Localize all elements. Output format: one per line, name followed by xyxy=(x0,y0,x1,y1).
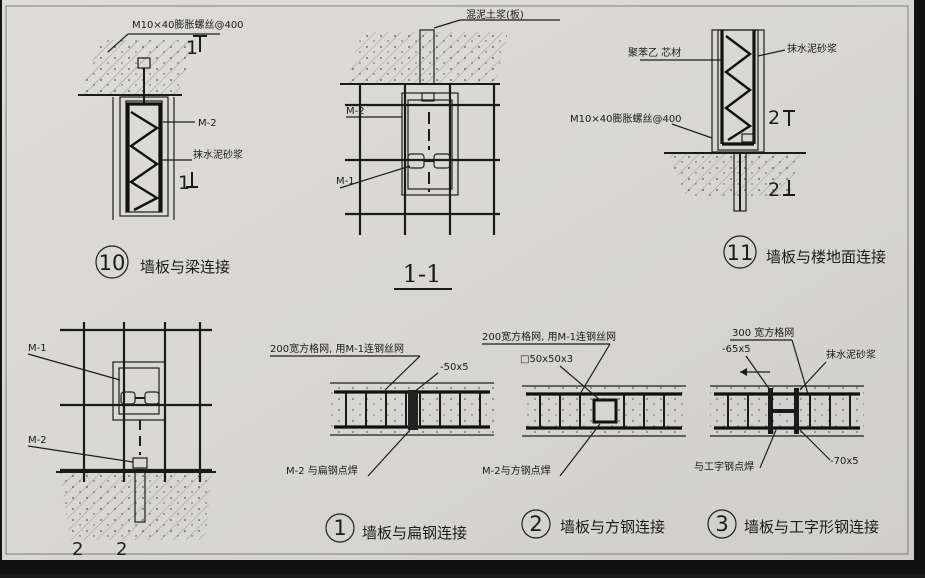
bolt-label: M10×40膨胀螺丝@400 xyxy=(132,18,244,31)
finish-label: 抹水泥砂浆 xyxy=(826,348,876,361)
zigzag-wire xyxy=(128,110,160,212)
finish-label: 抹水泥砂浆 xyxy=(193,148,243,161)
section-mark-top: 2 xyxy=(768,107,780,129)
bottom-mark-2: 2 xyxy=(116,539,127,560)
detail-number: 2 xyxy=(529,512,542,536)
detail-2-square-steel: 200宽方格网, 用M-1连钢丝网 □50x50x3 M-2与方钢点焊 2 墙板… xyxy=(482,330,686,539)
section-mark-top: 1 xyxy=(186,37,198,59)
square-steel xyxy=(592,398,618,424)
steel-top-label: -65x5 xyxy=(722,344,751,355)
part-label: M-2 xyxy=(198,118,217,129)
detail-number: 3 xyxy=(715,512,728,536)
bottom-mark-1: 2 xyxy=(72,539,83,560)
mesh-label: 200宽方格网, 用M-1连钢丝网 xyxy=(482,330,616,343)
detail-caption: 墙板与方钢连接 xyxy=(560,518,665,536)
part-m1-label: M-1 xyxy=(336,176,355,187)
arrow-left-icon xyxy=(740,368,747,376)
part-m2-label: M-2 xyxy=(346,106,365,117)
steel-label: -50x5 xyxy=(440,362,469,373)
i-beam xyxy=(768,388,799,434)
detail-number: 10 xyxy=(99,251,126,275)
weld-label: 与工字钢点焊 xyxy=(694,460,754,473)
detail-caption: 墙板与楼地面连接 xyxy=(766,248,886,266)
detail-caption: 墙板与扁钢连接 xyxy=(362,524,467,542)
part-m1-label: M-1 xyxy=(28,343,47,354)
mesh-label: 300 宽方格网 xyxy=(732,326,794,339)
detail-number: 1 xyxy=(333,516,346,540)
section-2-2: M-1 M-2 2 2 xyxy=(27,322,216,560)
part-m2-label: M-2 xyxy=(28,435,47,446)
finish-label: 抹水泥砂浆 xyxy=(787,42,837,55)
detail-caption: 墙板与梁连接 xyxy=(140,258,230,276)
detail-caption: 墙板与工字形钢连接 xyxy=(744,518,879,536)
detail-1-flat-steel: 200宽方格网, 用M-1连钢丝网 -50x5 M-2 与扁钢点焊 1 墙板与扁… xyxy=(270,342,494,543)
steel-label: □50x50x3 xyxy=(520,354,573,365)
flat-steel xyxy=(408,390,418,430)
detail-number-circle xyxy=(723,235,757,269)
core-label: 聚苯乙 芯材 xyxy=(628,46,681,59)
section-mark-bottom: 1 xyxy=(178,172,190,194)
mesh-label: 200宽方格网, 用M-1连钢丝网 xyxy=(270,342,404,355)
detail-3-i-beam: 300 宽方格网 -65x5 抹水泥砂浆 与工字钢点焊 -70x5 3 墙板与工… xyxy=(694,326,879,539)
wall-panel xyxy=(119,96,169,217)
weld-label: M-2 与扁钢点焊 xyxy=(286,464,358,477)
section-mark-bottom: 2 xyxy=(768,179,780,201)
section-1-1: 混泥土浆(板) M-2 M-1 1-1 xyxy=(336,8,560,290)
detail-number: 11 xyxy=(727,241,754,265)
detail-11-wall-to-floor: 聚苯乙 芯材 抹水泥砂浆 M10×40膨胀螺丝@400 2 2 11 墙板与楼地… xyxy=(570,29,886,269)
bolt-label: M10×40膨胀螺丝@400 xyxy=(570,112,682,125)
steel-bottom-label: -70x5 xyxy=(830,456,859,467)
detail-number-circle xyxy=(95,245,129,279)
section-title: 1-1 xyxy=(403,260,442,288)
weld-label: M-2与方钢点焊 xyxy=(482,464,551,477)
concrete-label: 混泥土浆(板) xyxy=(466,8,524,21)
detail-10-wall-to-beam: M10×40膨胀螺丝@400 1 M-2 抹水泥砂浆 1 10 墙板与梁连接 xyxy=(78,18,244,279)
